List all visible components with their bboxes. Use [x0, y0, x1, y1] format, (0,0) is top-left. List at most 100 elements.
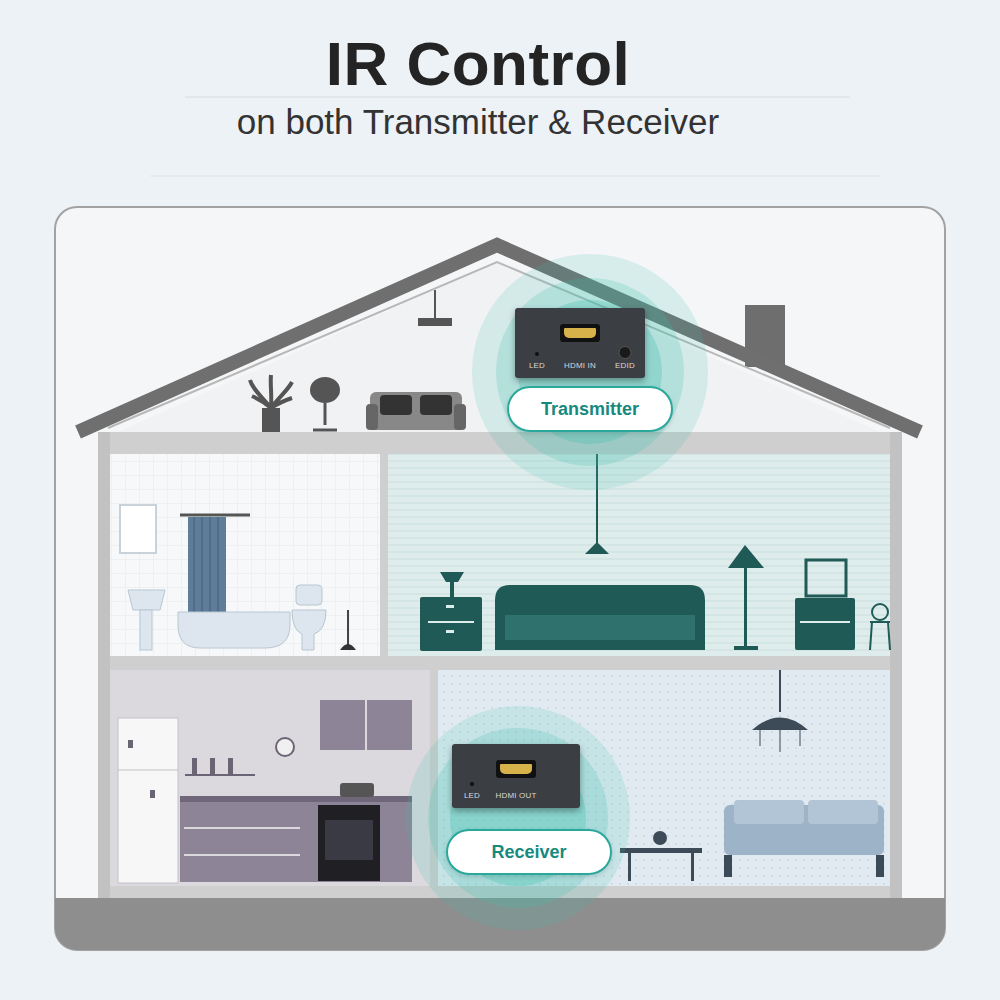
port-label: HDMI IN — [564, 361, 596, 370]
attic-furniture-part — [366, 404, 378, 430]
bathroom-furniture-part — [128, 590, 165, 610]
attic-furniture-part — [380, 395, 412, 415]
kitchen-furniture-part — [118, 770, 178, 771]
attic-furniture-part — [324, 403, 327, 425]
bathroom-furniture-part — [292, 610, 326, 650]
bathroom-furniture-part — [180, 514, 250, 517]
living-room-furniture — [620, 670, 884, 881]
house-structure-part — [98, 656, 902, 670]
bathroom-furniture-part — [188, 517, 226, 612]
header-rules-part — [150, 175, 880, 177]
rooms-part — [438, 670, 892, 886]
attic-furniture-part — [370, 392, 462, 430]
house-structure-part — [380, 454, 388, 656]
bedroom-furniture-part — [870, 622, 890, 650]
bathroom-furniture-part — [340, 644, 356, 650]
house-structure — [78, 245, 920, 898]
device-name: Receiver — [491, 842, 566, 863]
bedroom-furniture-part — [795, 598, 855, 650]
bathroom-furniture-part — [347, 610, 349, 645]
bathroom-furniture-part — [140, 610, 152, 650]
subtitle-area: on both Transmitter & Receiver — [0, 102, 956, 142]
attic-furniture-part — [250, 375, 292, 408]
living-room-furniture-part — [760, 730, 761, 746]
device-box: LED HDMI OUT — [452, 744, 580, 808]
port-label: LED — [529, 361, 545, 370]
attic-furniture-part — [262, 408, 280, 432]
kitchen-furniture-part — [128, 740, 133, 748]
kitchen-furniture-part — [340, 783, 374, 797]
kitchen-furniture-part — [184, 854, 300, 856]
rooms-part — [108, 670, 432, 886]
label-pill: Transmitter — [507, 386, 673, 432]
kitchen-furniture-part — [180, 800, 412, 882]
bedroom-furniture-part — [734, 646, 758, 650]
kitchen-furniture-part — [185, 774, 255, 776]
living-room-furniture-part — [628, 853, 631, 881]
text-slot: LED — [464, 784, 480, 802]
signal-halo-part — [406, 706, 630, 930]
attic-furniture-part — [310, 377, 340, 403]
signal-halo-part — [496, 278, 684, 466]
bedroom-furniture-part — [440, 572, 464, 582]
hdmi-port — [496, 760, 536, 778]
rooms-part — [108, 454, 382, 656]
attic-furniture-part — [434, 290, 436, 318]
edid-button — [619, 346, 632, 359]
living-room-furniture-part — [734, 800, 804, 824]
bathroom-furniture-part — [194, 517, 218, 612]
bedroom-furniture-part — [428, 621, 474, 623]
bedroom-furniture-part — [495, 585, 705, 650]
device-box: LED HDMI IN EDID — [515, 308, 645, 378]
led-dot — [470, 782, 474, 786]
kitchen-furniture-part — [325, 820, 373, 860]
living-room-furniture-part — [800, 730, 801, 746]
kitchen-furniture-part — [228, 758, 233, 774]
kitchen-furniture-part — [184, 827, 300, 829]
header-rules-part — [0, 0, 1000, 205]
signal-halo — [406, 254, 708, 930]
kitchen-furniture-part — [320, 700, 412, 750]
kitchen-furniture-part — [150, 790, 155, 798]
kitchen-furniture-part — [276, 738, 294, 756]
living-room-furniture-part — [691, 853, 694, 881]
attic-furniture-part — [420, 395, 452, 415]
attic-furniture-part — [454, 404, 466, 430]
bathroom-furniture-part — [178, 612, 290, 648]
bedroom-furniture-part — [420, 597, 482, 651]
device-name: Transmitter — [541, 399, 639, 420]
hdmi-contacts — [564, 328, 596, 338]
rooms-part — [388, 454, 892, 656]
bedroom-furniture-part — [800, 621, 850, 623]
bedroom-furniture-part — [728, 545, 764, 568]
text-slot: HDMI OUT — [495, 784, 536, 802]
kitchen-furniture-part — [318, 805, 380, 881]
living-room-furniture-part — [779, 670, 781, 712]
kitchen-furniture-part — [365, 700, 367, 750]
kitchen-furniture-part — [118, 718, 178, 883]
kitchen-furniture-part — [210, 758, 215, 774]
header-rules — [0, 0, 1000, 205]
signal-halo-part — [428, 728, 608, 908]
kitchen-furniture-part — [180, 796, 412, 802]
kitchen-furniture-part — [192, 758, 197, 774]
title-area: IR Control — [0, 28, 956, 99]
kitchen-furniture — [118, 700, 412, 883]
bedroom-furniture — [420, 454, 890, 651]
text-slot: EDID — [615, 354, 635, 372]
house-structure-part — [890, 432, 902, 898]
rooms — [108, 262, 892, 886]
bedroom-furniture-part — [585, 542, 609, 554]
attic-furniture — [250, 290, 466, 432]
living-room-furniture-part — [752, 718, 808, 731]
living-room-furniture-part — [876, 855, 884, 877]
living-room-furniture-part — [653, 831, 667, 845]
living-room-furniture-part — [808, 800, 878, 824]
port-label: HDMI OUT — [495, 791, 536, 800]
text-slot: HDMI IN — [564, 354, 596, 372]
port-label: LED — [464, 791, 480, 800]
subtitle: on both Transmitter & Receiver — [237, 102, 719, 142]
port-label: EDID — [615, 361, 635, 370]
signal-halo-part — [472, 254, 708, 490]
